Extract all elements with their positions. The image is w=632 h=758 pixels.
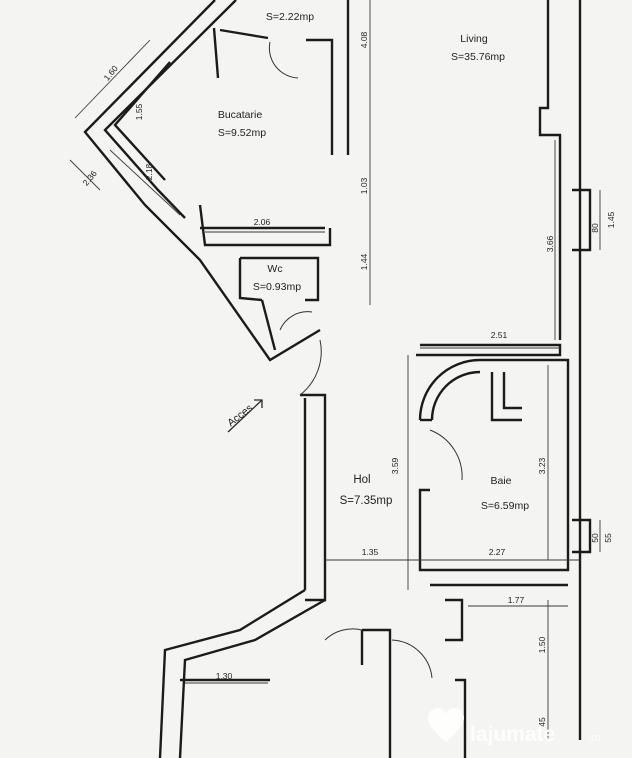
dim-label: 80 [590, 223, 600, 233]
living-area: S=35.76mp [451, 51, 505, 63]
dim-label: 1.03 [359, 177, 369, 194]
entrance-arrow [227, 399, 263, 433]
baie-area: S=6.59mp [481, 500, 529, 512]
dim-label: 1.35 [362, 547, 379, 557]
door-swing [429, 429, 463, 481]
dim-label: 1.44 [359, 253, 369, 270]
hol-name: Hol [353, 474, 370, 486]
dim-label: 2.18 [144, 163, 154, 180]
doors [268, 41, 463, 679]
heart-hand-icon [427, 707, 465, 742]
dim-label: 50 [590, 533, 600, 543]
dim-label: 1.60 [102, 63, 120, 82]
door-swing [268, 41, 299, 79]
room-labels: S=2.22mp Living S=35.76mp Bucatarie S=9.… [218, 11, 529, 512]
living-name: Living [460, 33, 488, 45]
watermark: lajumate .ro [427, 707, 601, 746]
dim-label: 3.66 [545, 235, 555, 252]
dim-label: 1.50 [537, 636, 547, 653]
entrance-arrowhead [254, 399, 263, 408]
dim-label: 2.27 [489, 547, 506, 557]
door-swing [299, 339, 322, 396]
camera-area: S=2.22mp [266, 11, 314, 23]
dim-label: 1.77 [508, 595, 525, 605]
bucatarie-area: S=9.52mp [218, 127, 266, 139]
door-swing [391, 639, 433, 679]
baie-name: Baie [490, 475, 511, 487]
walls [83, 0, 592, 758]
dim-label: 55 [603, 533, 613, 543]
dimension-labels: 4.08 1.60 1.55 2.18 2.36 2.06 1.03 1.44 … [81, 31, 616, 726]
door-swing [324, 628, 363, 641]
door-swing [279, 311, 313, 331]
wc-area: S=0.93mp [253, 281, 301, 293]
dim-label: 2.36 [81, 168, 99, 187]
hol-area: S=7.35mp [340, 495, 393, 507]
dim-label: 2.06 [254, 217, 271, 227]
dim-label: 3.59 [390, 457, 400, 474]
dim-label: 1.55 [134, 103, 144, 120]
bucatarie-name: Bucatarie [218, 109, 263, 121]
dim-label: 1.30 [216, 671, 233, 681]
dim-label: 1.45 [606, 211, 616, 228]
dim-label: 45 [537, 717, 547, 727]
dim-label: 2.51 [491, 330, 508, 340]
dimension-lines [69, 0, 601, 740]
watermark-brand: lajumate [470, 723, 555, 746]
entrance-label: Acces [225, 402, 255, 429]
watermark-suffix: .ro [588, 732, 601, 744]
dim-label: 4.08 [359, 31, 369, 48]
wc-name: Wc [267, 263, 282, 275]
dim-label: 3.23 [537, 457, 547, 474]
